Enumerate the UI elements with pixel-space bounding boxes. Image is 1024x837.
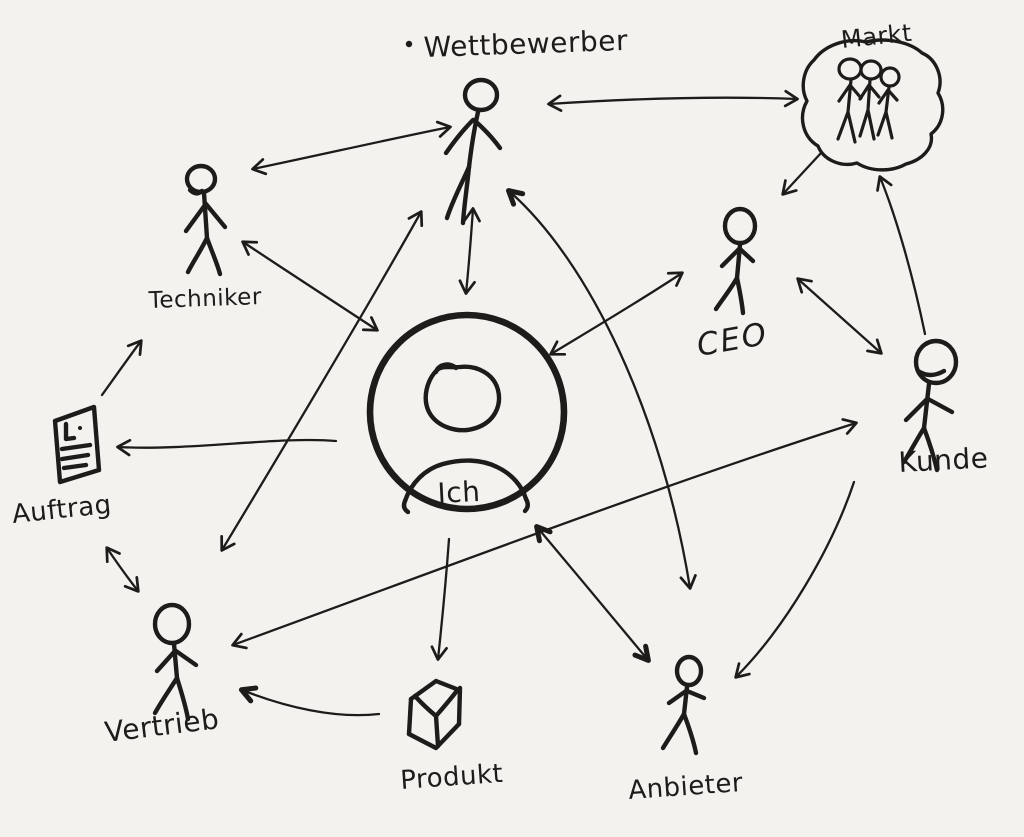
edge-markt-ceo xyxy=(781,151,823,196)
edge-vertrieb-kunde xyxy=(231,418,858,650)
edge-wettbewerber-vertrieb xyxy=(220,210,424,552)
edge-kunde-anbieter xyxy=(734,480,856,679)
edge-kunde-markt xyxy=(876,175,927,336)
bullet-dot xyxy=(405,40,413,48)
node-anbieter: Anbieter xyxy=(627,654,744,806)
stick-figure-icon xyxy=(660,654,707,756)
edge-wettbewerber-markt xyxy=(547,89,799,112)
node-ich: Ich xyxy=(366,311,568,515)
edge-ich-ceo xyxy=(549,271,684,356)
stick-figure-icon xyxy=(183,163,228,277)
stick-figure-icon xyxy=(901,338,959,473)
edge-techniker-ich xyxy=(241,240,379,332)
node-wettbewerber: Wettbewerber xyxy=(405,24,629,226)
node-techniker: Techniker xyxy=(147,163,262,314)
label-produkt: Produkt xyxy=(399,759,504,796)
person-avatar-icon xyxy=(401,362,530,515)
edge-produkt-vertrieb xyxy=(238,685,381,717)
edge-auftrag-vertrieb xyxy=(105,546,140,593)
avatar-ring xyxy=(366,311,568,513)
label-ceo: CEO xyxy=(694,316,771,364)
label-anbieter: Anbieter xyxy=(627,768,744,806)
label-vertrieb: Vertrieb xyxy=(103,702,221,749)
label-wettbewerber: Wettbewerber xyxy=(423,24,628,64)
label-auftrag: Auftrag xyxy=(11,490,113,530)
stick-figure-icon xyxy=(713,206,758,316)
edge-ich-auftrag xyxy=(116,438,338,457)
edge-wettbewerber-anbieter xyxy=(506,188,697,590)
edge-auftrag-techniker xyxy=(100,339,143,397)
label-kunde: Kunde xyxy=(898,441,990,479)
box-icon xyxy=(406,678,463,751)
cloud-icon xyxy=(800,38,945,172)
node-markt: Markt xyxy=(800,19,945,172)
label-techniker: Techniker xyxy=(147,284,262,314)
node-kunde: Kunde xyxy=(898,338,990,479)
node-vertrieb: Vertrieb xyxy=(103,602,221,749)
edge-ceo-kunde xyxy=(796,277,883,355)
edge-ich-produkt xyxy=(430,537,451,661)
node-auftrag: Auftrag xyxy=(11,404,113,530)
stick-figure-icon xyxy=(152,602,199,722)
edge-ich-anbieter xyxy=(534,524,651,663)
relationship-arrows xyxy=(100,89,927,717)
node-produkt: Produkt xyxy=(399,678,504,796)
label-ich: Ich xyxy=(437,475,482,510)
edge-wettbewerber-ich xyxy=(458,207,481,295)
stick-figure-icon xyxy=(443,77,503,226)
document-icon xyxy=(52,404,102,485)
edge-techniker-wettbewerber xyxy=(251,120,452,176)
label-markt: Markt xyxy=(840,19,914,54)
node-ceo: CEO xyxy=(694,206,771,364)
market-people-icon xyxy=(836,57,901,144)
